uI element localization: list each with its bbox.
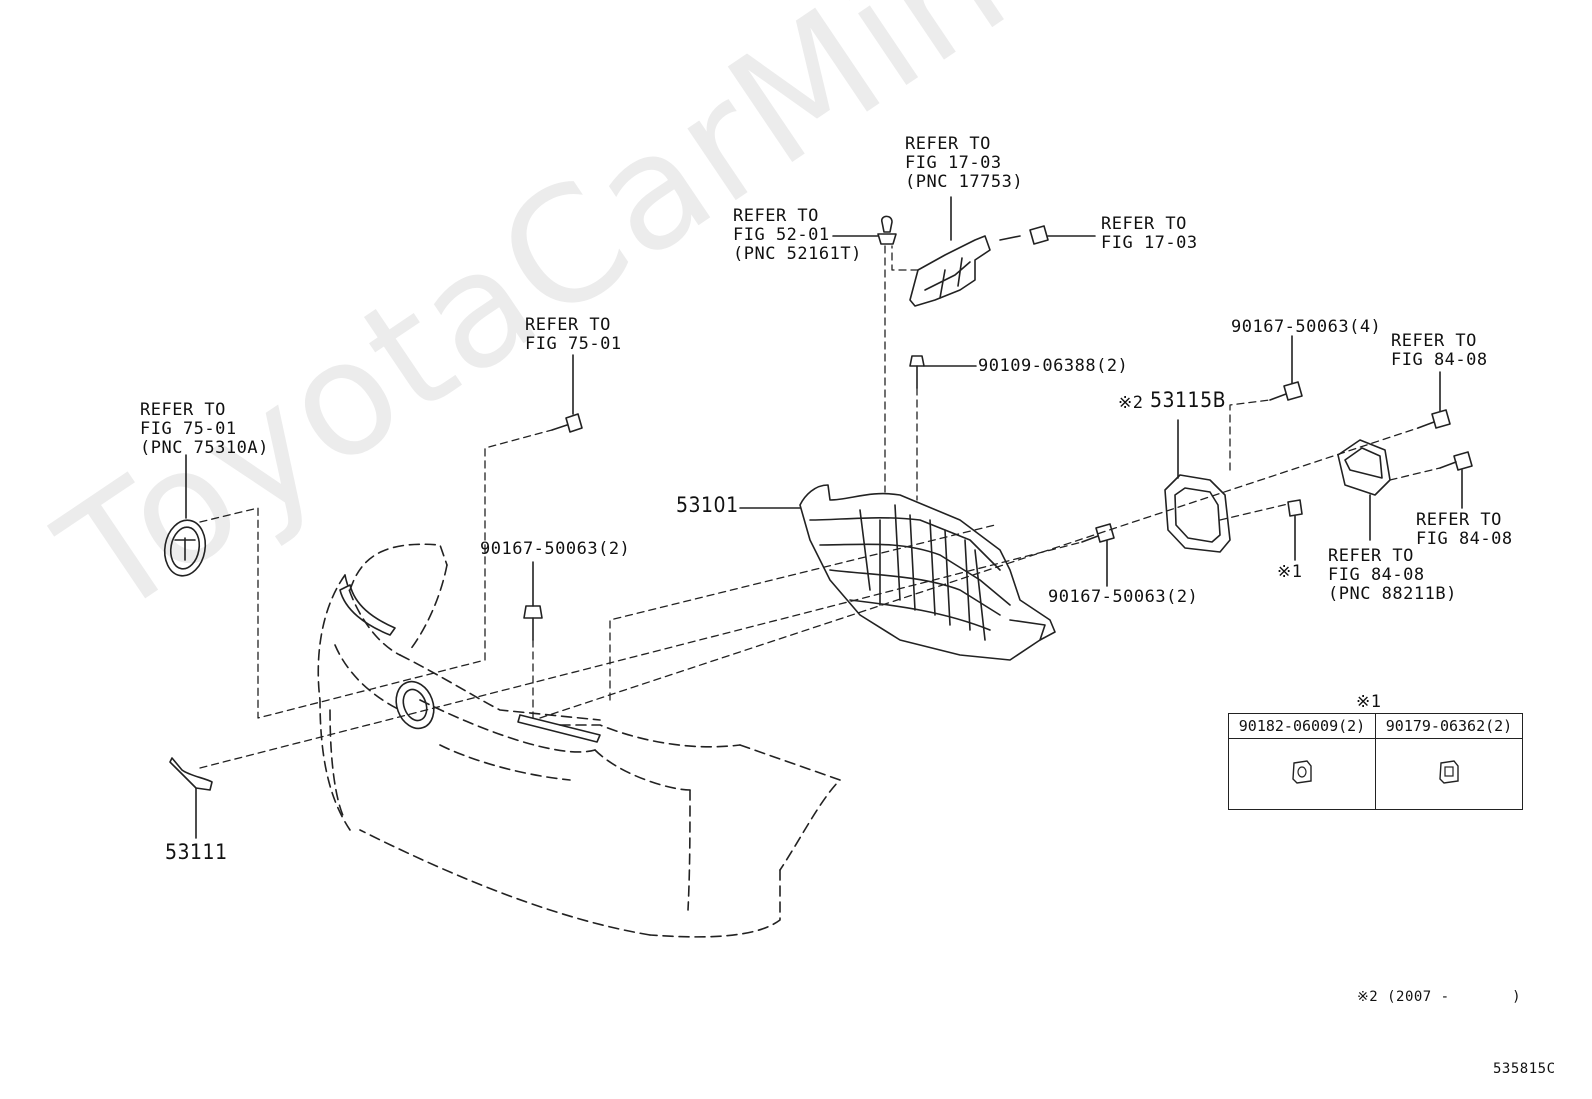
refer-fig-84-08-top-label: REFER TO FIG 84-08 — [1391, 331, 1488, 370]
table-cell-nut-b — [1375, 738, 1523, 810]
nut-a-icon — [1292, 760, 1312, 784]
bolt-90167-50063-2-right-label: 90167-50063(2) — [1048, 587, 1199, 607]
refer-fig-17-03-upper-label: REFER TO FIG 17-03 (PNC 17753) — [905, 134, 1024, 192]
note-1-parts-table: 90182-06009(2) 90179-06362(2) — [1228, 713, 1523, 810]
refer-fig-52-01-label: REFER TO FIG 52-01 (PNC 52161T) — [733, 206, 862, 264]
bumper-details — [339, 584, 601, 743]
sensor-module-drawing — [1337, 439, 1391, 541]
note-2-prefix: ※2 — [1118, 393, 1144, 413]
bolt-shapes — [523, 225, 1473, 641]
nut-b-icon — [1439, 760, 1459, 784]
note-1-table-marker: ※1 — [1356, 692, 1382, 712]
refer-fig-75-01-emblem-label: REFER TO FIG 75-01 (PNC 75310A) — [140, 400, 269, 458]
refer-fig-84-08-right-label: REFER TO FIG 84-08 — [1416, 510, 1513, 549]
bolt-90167-50063-2-left-label: 90167-50063(2) — [480, 539, 631, 559]
refer-fig-17-03-right-label: REFER TO FIG 17-03 — [1101, 214, 1198, 253]
emblem-drawing — [163, 454, 207, 577]
part-number-53111: 53111 — [165, 840, 228, 864]
grille-53101-drawing — [739, 484, 1056, 661]
bolt-90109-06388-label: 90109-06388(2) — [978, 356, 1129, 376]
assembly-lines — [199, 245, 1441, 769]
note-1-marker: ※1 — [1277, 562, 1303, 582]
note-2-footer: ※2 (2007 - ) — [1357, 989, 1522, 1005]
refer-fig-84-08-sensor-label: REFER TO FIG 84-08 (PNC 88211B) — [1328, 546, 1457, 604]
diagram-code: 535815C — [1493, 1061, 1556, 1077]
bracket-53115b-drawing — [1164, 419, 1231, 553]
bumper-cover — [317, 543, 841, 938]
table-cell-nut-a — [1228, 738, 1376, 810]
refer-fig-75-01-label: REFER TO FIG 75-01 — [525, 315, 622, 354]
part-number-53115b: 53115B — [1150, 388, 1227, 412]
table-header-90179-06362: 90179-06362(2) — [1375, 713, 1523, 739]
bolt-90167-50063-4-label: 90167-50063(4) — [1231, 317, 1382, 337]
clip-52-drawing — [832, 215, 897, 245]
bracket-53111-drawing — [169, 757, 213, 839]
upper-bracket-drawing — [909, 196, 1021, 307]
table-header-90182-06009: 90182-06009(2) — [1228, 713, 1376, 739]
part-number-53101: 53101 — [676, 493, 739, 517]
